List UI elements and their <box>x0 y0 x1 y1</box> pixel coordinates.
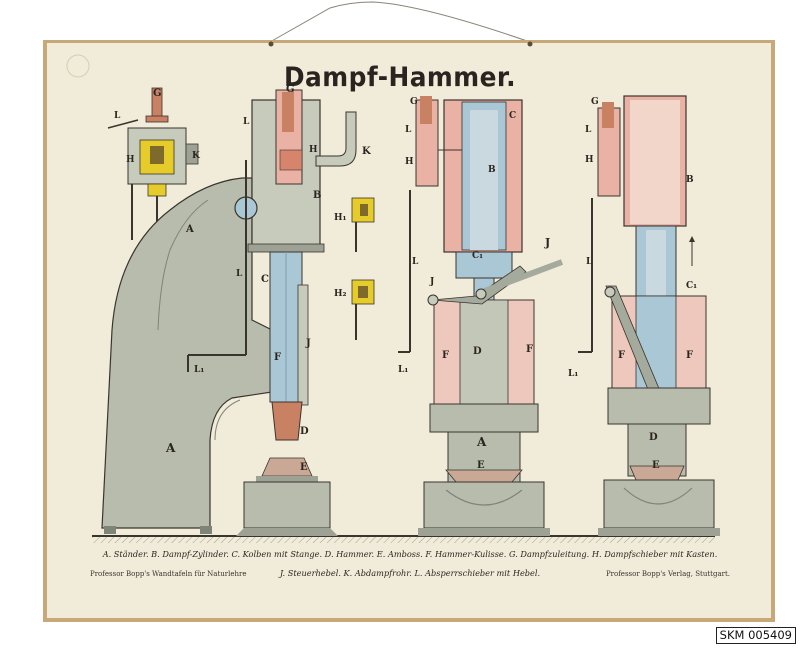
label-j-m2-small: J <box>429 277 434 287</box>
legend-line-1: A. Ständer. B. Dampf-Zylinder. C. Kolben… <box>102 549 718 559</box>
label-a-m1: A <box>165 441 176 455</box>
label-l1-m2: L₁ <box>398 365 408 375</box>
label-l-m3: L <box>585 125 592 135</box>
label-f-m1: F <box>274 352 281 363</box>
valve-h1 <box>351 197 375 252</box>
label-d-m1: D <box>300 426 309 437</box>
label-g-m2: G <box>410 97 418 107</box>
credit-right: Professor Bopp's Verlag, Stuttgart. <box>605 570 730 578</box>
label-l-m1-mid: L <box>236 269 243 279</box>
label-l1-m1: L₁ <box>194 365 204 375</box>
label-g-m3: G <box>591 97 599 107</box>
valve-h2 <box>351 279 375 340</box>
label-k-detail: K <box>192 151 201 161</box>
label-h1: H₁ <box>334 213 347 223</box>
label-g-detail: G <box>153 88 162 99</box>
label-l-m1-top: L <box>243 117 250 127</box>
ground-hatch <box>92 537 715 543</box>
label-f-m2-left: F <box>442 350 449 361</box>
label-c1-m2: C₁ <box>472 251 483 261</box>
label-k-m1: K <box>362 146 371 157</box>
label-b-m1: B <box>313 190 321 201</box>
label-l-detail: L <box>114 111 121 121</box>
machine-section-down <box>578 95 720 536</box>
label-e-m3: E <box>652 460 660 471</box>
label-b-m3: B <box>686 175 694 185</box>
label-l-m2: L <box>405 125 412 135</box>
label-h-detail: H <box>126 155 135 165</box>
hanging-hole-left <box>268 41 274 47</box>
label-b-m2: B <box>488 165 496 175</box>
label-e-m1: E <box>300 462 308 473</box>
label-l-m3-low: L <box>586 257 593 267</box>
valve-detail <box>107 87 199 240</box>
label-h-m3: H <box>585 155 594 165</box>
poster-title: Dampf-Hammer. <box>283 62 517 93</box>
label-h2: H₂ <box>334 289 347 299</box>
label-f-m2-right: F <box>526 344 533 355</box>
label-f-m3-left: F <box>618 350 625 361</box>
stamp-mark <box>66 54 90 78</box>
label-h-m1: H <box>309 145 318 155</box>
label-g-m1: G <box>286 84 295 95</box>
letter-labels: G L H K G L H K B A L C J F L₁ D A E H₁ … <box>114 84 697 473</box>
label-d-m2: D <box>473 346 482 357</box>
label-l1-m3: L₁ <box>568 369 578 379</box>
label-a-m1-top: A <box>185 224 194 235</box>
label-c1-m3: C₁ <box>686 281 697 291</box>
label-f-m3-right: F <box>686 350 693 361</box>
label-c-m2: C <box>509 111 516 121</box>
hanging-hole-right <box>527 41 533 47</box>
credit-left: Professor Bopp's Wandtafeln für Naturleh… <box>90 570 247 578</box>
label-d-m3: D <box>649 432 658 443</box>
label-a-m2: A <box>476 435 487 449</box>
label-e-m2: E <box>477 460 485 471</box>
label-j-m2: J <box>544 236 550 249</box>
label-h-m2: H <box>405 157 414 167</box>
hanging-string <box>269 1 531 43</box>
machine-exterior <box>101 89 357 536</box>
label-j-m1: J <box>305 338 311 349</box>
catalog-number: SKM 005409 <box>715 627 796 644</box>
label-l-m2-low: L <box>412 257 419 267</box>
legend-line-2: J. Steuerhebel. K. Abdampfrohr. L. Abspe… <box>279 568 541 578</box>
machine-section-up <box>398 96 564 536</box>
label-c-m1: C <box>261 274 269 285</box>
